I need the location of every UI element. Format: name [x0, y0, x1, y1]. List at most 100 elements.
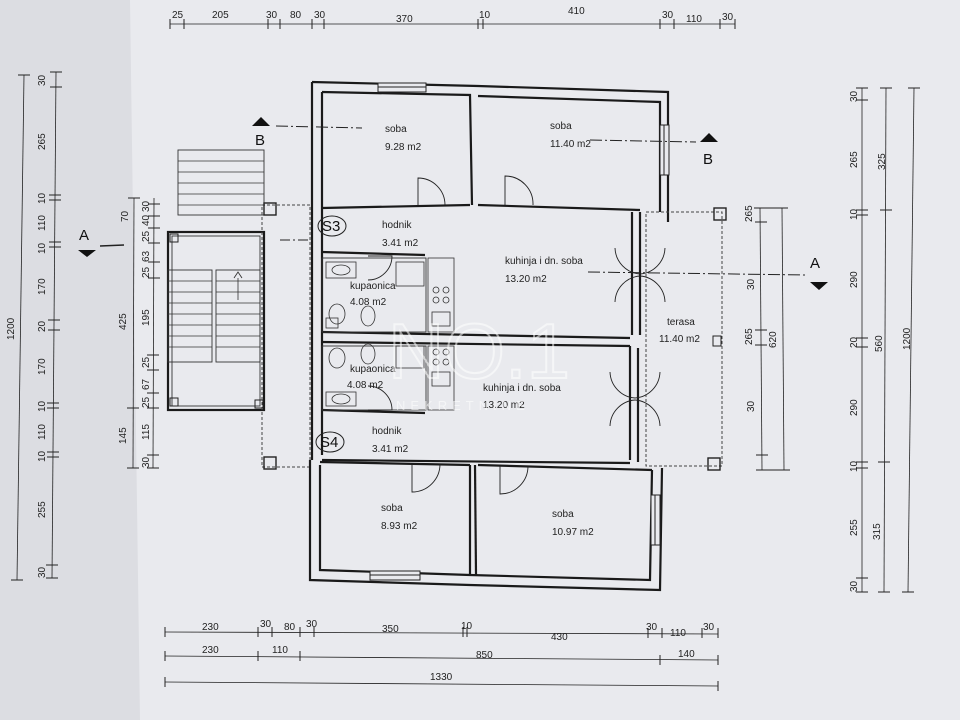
- dim-left-outer: 1200: [6, 317, 17, 340]
- room-kupaonica-1-area: 4.08 m2: [350, 297, 387, 308]
- room-soba-tl-area: 9.28 m2: [385, 142, 422, 153]
- dim-bot1-4: 30: [306, 619, 318, 630]
- dim-lm-8: 170: [37, 358, 48, 375]
- dim-rm-2: 265: [849, 151, 860, 168]
- room-soba-tr-area: 11.40 m2: [550, 139, 591, 150]
- dim-lm-12: 255: [37, 501, 48, 518]
- dim-lm-7: 20: [37, 320, 48, 332]
- dim-lm-2: 265: [37, 133, 48, 150]
- dim-lm-4: 110: [37, 215, 48, 231]
- s3-tag: S3: [317, 215, 347, 237]
- dim-lm-9: 10: [37, 400, 48, 412]
- dim-right-outer: 1200: [902, 327, 913, 350]
- dim-top-10: 110: [686, 14, 702, 25]
- room-labels: soba 9.28 m2 soba 11.40 m2 hodnik 3.41 m…: [347, 121, 700, 538]
- room-soba-bl-name: soba: [381, 503, 403, 514]
- dim-top-2: 205: [212, 10, 229, 21]
- staircase: [166, 149, 266, 412]
- dim-ri-4: 30: [746, 400, 757, 412]
- dim-lm-6: 170: [37, 278, 48, 295]
- dim-rm-7: 10: [849, 460, 860, 472]
- dim-left-inner-1: 425: [118, 313, 129, 330]
- room-kupaonica-2-area: 4.08 m2: [347, 380, 384, 391]
- dim-ri-total: 620: [768, 331, 779, 348]
- dim-top-9: 30: [662, 10, 674, 21]
- section-a-left: A: [78, 227, 316, 257]
- dim-bot1-2: 30: [260, 619, 272, 630]
- room-soba-tr-name: soba: [550, 121, 572, 132]
- bathroom-fixtures: [325, 261, 376, 407]
- dim-top-1: 25: [172, 10, 184, 21]
- left-outer-dimension-line: 1200: [6, 74, 30, 581]
- dim-ri-3: 265: [744, 328, 755, 345]
- right-outer-dimension-line: 1200: [902, 87, 920, 593]
- dim-bot2-3: 850: [476, 650, 493, 661]
- room-kupaonica-1-name: kupaonica: [350, 281, 396, 292]
- svg-text:A: A: [79, 227, 89, 244]
- dim-top-7: 10: [479, 10, 491, 21]
- dim-top-4: 80: [290, 10, 302, 21]
- dim-bot1-10: 30: [703, 622, 715, 633]
- dim-top-6: 370: [396, 14, 413, 25]
- dim-top-5: 30: [314, 10, 326, 21]
- dim-lm-11: 10: [37, 450, 48, 462]
- dim-lm-13: 30: [37, 566, 48, 578]
- dim-ls-9: 25: [141, 396, 152, 408]
- room-hodnik-1-area: 3.41 m2: [382, 238, 419, 249]
- bottom-dimension-line-2: 230 110 850 140: [164, 645, 719, 665]
- dim-top-3: 30: [266, 10, 278, 21]
- room-terasa-name: terasa: [667, 317, 695, 328]
- dim-rm-3: 10: [849, 208, 860, 220]
- dim-rm-6: 290: [849, 399, 860, 416]
- left-mid-dimension-line: 30 265 10 110 10 170 20 170 10 110 10 25…: [37, 71, 62, 579]
- paper-sheet: [130, 0, 960, 720]
- dim-rm2-2: 560: [874, 335, 885, 352]
- left-inner-dimension-line: 425 145: [118, 197, 140, 469]
- dim-top-8: 410: [568, 6, 585, 17]
- dim-ls-7: 25: [141, 356, 152, 368]
- dim-bot2-4: 140: [678, 649, 695, 660]
- dim-ri-2: 30: [746, 278, 757, 290]
- svg-text:B: B: [255, 132, 265, 149]
- dim-rm2-1: 325: [877, 153, 888, 170]
- dim-ls-2: 40: [141, 214, 152, 226]
- dim-ls-4: 63: [141, 250, 152, 262]
- room-kupaonica-2-name: kupaonica: [350, 364, 396, 375]
- dim-rm-5: 20: [849, 336, 860, 348]
- room-soba-br-name: soba: [552, 509, 574, 520]
- dim-bot2-2: 110: [272, 645, 288, 656]
- left-gallery: [261, 202, 311, 470]
- room-soba-br-area: 10.97 m2: [552, 527, 594, 538]
- left-stair-dimension-line: 70 30 40 25 63 25 195 25 67 25 115 30: [120, 197, 160, 469]
- dim-bot1-9: 110: [670, 628, 686, 639]
- dim-rm-8: 255: [849, 519, 860, 536]
- room-soba-tl-name: soba: [385, 124, 407, 135]
- svg-text:A: A: [810, 255, 820, 272]
- dim-ls-6: 195: [141, 309, 152, 326]
- dim-lm-10: 110: [37, 424, 48, 440]
- dim-ls-5: 25: [141, 266, 152, 278]
- s4-tag: S4: [315, 431, 345, 453]
- dim-bot1-8: 30: [646, 622, 658, 633]
- watermark-logo: NO.1: [388, 307, 570, 395]
- dim-bot1-1: 230: [202, 622, 219, 633]
- dim-bot1-7: 430: [551, 632, 568, 643]
- svg-text:S4: S4: [320, 434, 338, 451]
- dim-bot1-3: 80: [284, 622, 296, 633]
- terrace: [645, 207, 727, 471]
- bottom-dimension-line-3: 1330: [164, 672, 719, 691]
- dim-bot1-5: 350: [382, 624, 399, 635]
- dim-top-11: 30: [722, 12, 734, 23]
- dim-rm-1: 30: [849, 90, 860, 102]
- dim-lm-1: 30: [37, 74, 48, 86]
- room-kuhinja-2-name: kuhinja i dn. soba: [483, 383, 561, 394]
- room-terasa-area: 11.40 m2: [659, 334, 700, 345]
- dim-bot3-total: 1330: [430, 672, 453, 683]
- windows: [369, 82, 670, 581]
- doors: [367, 175, 666, 495]
- bottom-dimension-line-1: 230 30 80 30 350 10 430 30 110 30: [164, 619, 719, 643]
- section-b-right: B: [589, 133, 718, 168]
- dim-ls-10: 115: [141, 424, 152, 440]
- room-hodnik-2-area: 3.41 m2: [372, 444, 409, 455]
- dim-rm-9: 30: [849, 580, 860, 592]
